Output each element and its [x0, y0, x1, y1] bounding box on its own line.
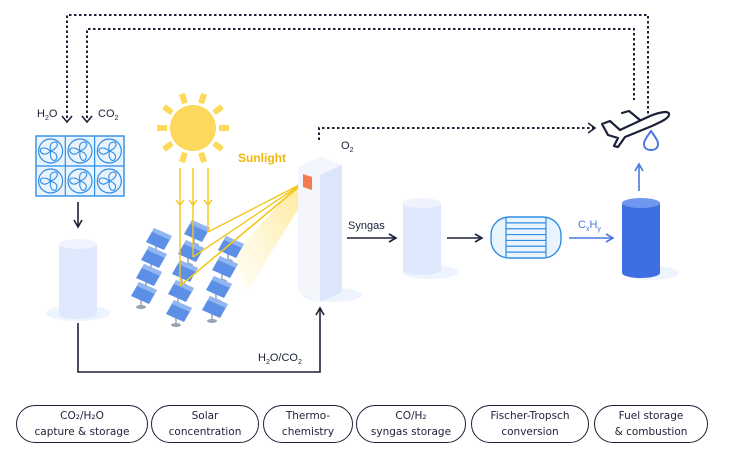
o2-label: O2	[341, 140, 354, 154]
fuel-storage-tank	[622, 198, 679, 280]
sunlight-label: Sunlight	[238, 151, 286, 165]
fan-icon	[37, 138, 64, 164]
stage-subtitle: capture & storage	[34, 426, 130, 438]
cxhy-label: CxHy	[578, 219, 601, 233]
o2-arrowhead	[587, 122, 597, 134]
o2-release-line	[318, 127, 595, 140]
stage-syngas-storage: CO/H₂ syngas storage	[356, 405, 466, 443]
stage-solar-concentration: Solar concentration	[151, 405, 259, 443]
stage-title: Thermo-	[285, 410, 331, 422]
fan-icon	[96, 168, 122, 194]
stage-subtitle: concentration	[168, 426, 242, 438]
heliostat	[131, 282, 157, 309]
sun-icon	[157, 92, 229, 164]
heliostat	[184, 220, 210, 247]
stage-subtitle: chemistry	[281, 426, 335, 438]
co2-h2o-storage-tank	[46, 239, 110, 321]
fuel-drop-icon	[642, 129, 660, 152]
stage-title: Solar	[191, 410, 219, 422]
recycle-loop-outer	[61, 14, 649, 124]
stage-fuel-storage-combustion: Fuel storage & combustion	[594, 405, 708, 443]
concentrated-beam	[233, 178, 310, 290]
fan-icon	[96, 138, 122, 164]
stage-title: CO₂/H₂O	[60, 410, 104, 422]
stage-capture-storage: CO₂/H₂O capture & storage	[16, 405, 148, 443]
syngas-label: Syngas	[348, 220, 385, 232]
stage-fischer-tropsch: Fischer-Tropsch conversion	[471, 405, 589, 443]
stage-title: CO/H₂	[395, 410, 427, 422]
solar-reactor-tower	[298, 157, 362, 302]
heliostat	[202, 296, 228, 323]
fan-icon	[37, 168, 64, 194]
recycle-loop-inner	[81, 28, 635, 124]
fan-icon	[67, 138, 93, 164]
heliostat	[178, 240, 204, 267]
direct-air-capture-unit	[35, 135, 125, 197]
syngas-storage-tank	[402, 198, 458, 279]
fischer-tropsch-reactor	[490, 216, 562, 259]
stage-subtitle: & combustion	[614, 426, 688, 438]
stage-subtitle: syngas storage	[370, 426, 452, 438]
stage-title: Fischer-Tropsch	[490, 410, 570, 422]
fan-icon	[67, 168, 93, 194]
heliostat	[166, 300, 192, 327]
stage-subtitle: conversion	[501, 426, 559, 438]
airplane-icon	[600, 109, 671, 149]
stage-thermochemistry: Thermo- chemistry	[263, 405, 353, 443]
feed-label: H2O/CO2	[258, 352, 302, 366]
h2o-label: H2O	[37, 108, 58, 122]
heliostat	[168, 280, 194, 307]
incoming-sun-rays	[175, 168, 213, 286]
fan-icons	[37, 138, 122, 194]
reflected-rays	[179, 182, 304, 287]
stage-title: Fuel storage	[618, 410, 684, 422]
co2-label: CO2	[98, 108, 119, 122]
arrow-feed-to-reactor	[77, 306, 325, 373]
heliostat-field	[131, 220, 244, 327]
